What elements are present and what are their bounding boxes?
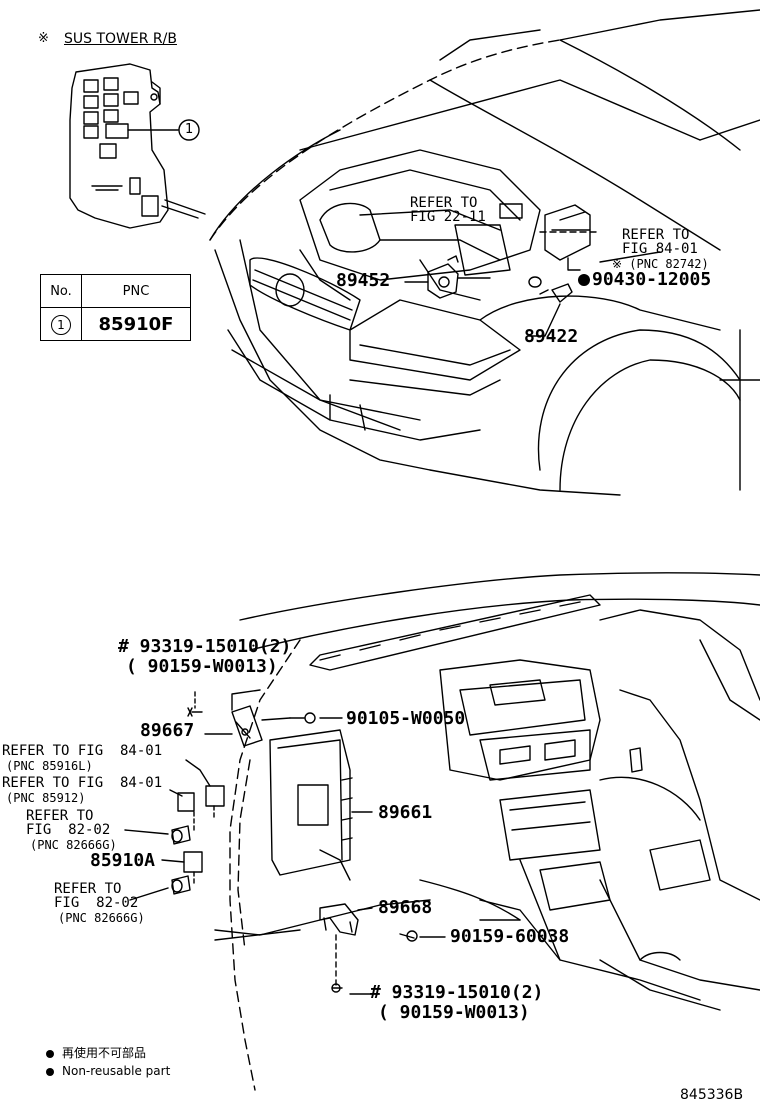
- part-85910a: 85910A: [90, 850, 156, 871]
- pnc-table: No. PNC 1 85910F: [40, 274, 191, 341]
- refer3-line3: (PNC 82666G): [30, 838, 117, 852]
- part-93319-top: # 93319-15010(2): [118, 636, 292, 657]
- legend-en: Non-reusable part: [62, 1064, 171, 1078]
- car-front-drawing: [209, 9, 760, 496]
- callout-1-label: 1: [185, 122, 194, 137]
- pnc-table-row-no: 1: [40, 307, 82, 341]
- legend-jp: 再使用不可部品: [62, 1046, 147, 1060]
- refer-fig-22-line2: FIG 22-11: [410, 209, 486, 225]
- part-90105-w0050: 90105-W0050: [346, 708, 466, 729]
- refer1-line2: (PNC 85916L): [6, 759, 93, 773]
- refer1-line1: REFER TO FIG 84-01: [2, 743, 163, 759]
- refer-fig-84-line1: REFER TO: [622, 227, 690, 243]
- refer3-line2: FIG 82-02: [26, 822, 111, 838]
- part-90430-12005: 90430-12005: [592, 269, 712, 290]
- refer2-line1: REFER TO FIG 84-01: [2, 775, 163, 791]
- callout-circle-1: [178, 119, 200, 141]
- dashboard-drawing: [124, 572, 760, 1091]
- refer-fig-22-line1: REFER TO: [410, 195, 478, 211]
- part-89452: 89452: [336, 270, 391, 291]
- part-90159-bottom: ( 90159-W0013): [378, 1002, 530, 1023]
- refer3-line1: REFER TO: [26, 808, 94, 824]
- pnc-table-row-pnc: 85910F: [81, 307, 191, 341]
- pnc-table-header-pnc: PNC: [81, 274, 191, 308]
- part-90159-top: ( 90159-W0013): [126, 656, 278, 677]
- refer4-line2: FIG 82-02: [54, 895, 139, 911]
- refer4-line3: (PNC 82666G): [58, 911, 145, 925]
- part-93319-bottom: # 93319-15010(2): [370, 982, 544, 1003]
- non-reusable-dot-90430: [578, 274, 590, 286]
- pnc-table-row-no-value: 1: [51, 314, 71, 335]
- part-89422: 89422: [524, 326, 579, 347]
- refer4-line1: REFER TO: [54, 881, 122, 897]
- part-90159-60038: 90159-60038: [450, 926, 570, 947]
- pnc-table-header-no: No.: [40, 274, 82, 308]
- pnc-82742-label: ※ (PNC 82742): [612, 257, 709, 271]
- figure-code: 845336B: [680, 1087, 744, 1103]
- refer-fig-84-line2: FIG 84-01: [622, 241, 698, 257]
- part-89668: 89668: [378, 897, 433, 918]
- legend-dot-jp: [46, 1050, 54, 1058]
- header-title: SUS TOWER R/B: [64, 31, 177, 47]
- relay-box-drawing: [69, 63, 206, 229]
- header-mark: ※: [38, 31, 49, 46]
- part-89667: 89667: [140, 720, 195, 741]
- part-89661: 89661: [378, 802, 433, 823]
- refer2-line2: (PNC 85912): [6, 791, 86, 805]
- legend-dot-en: [46, 1068, 54, 1076]
